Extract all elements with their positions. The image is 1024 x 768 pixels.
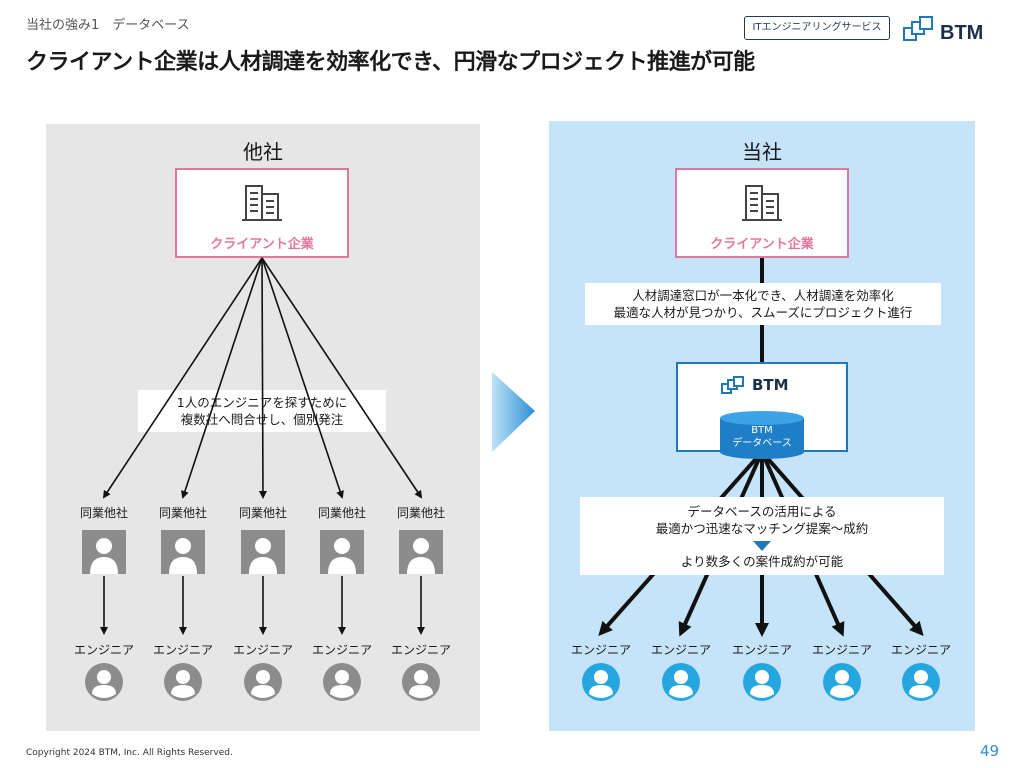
competitor-label: 同業他社	[79, 506, 128, 520]
person-circle-icon	[581, 662, 621, 702]
person-circle-icon	[742, 662, 782, 702]
engineer-label: エンジニア	[311, 643, 372, 657]
engineer-label: エンジニア	[570, 643, 631, 657]
other-companies-heading: 他社	[243, 140, 283, 164]
fan-arrow	[102, 257, 263, 499]
person-circle-icon	[163, 662, 203, 702]
btm-box-label: BTM	[752, 376, 789, 394]
database-label-line-2: データベース	[732, 438, 792, 449]
btm-logo-text: BTM	[940, 22, 983, 44]
btm-logo-icon	[903, 16, 933, 41]
building-icon	[242, 185, 282, 221]
person-circle-icon	[84, 662, 124, 702]
person-photo-icon	[161, 530, 205, 574]
btm-logo-icon	[721, 376, 744, 394]
competitor-label: 同業他社	[317, 506, 366, 520]
copyright: Copyright 2024 BTM, Inc. All Rights Rese…	[26, 748, 233, 758]
fan-arrow	[261, 257, 344, 499]
right-note-line-1: 人材調達窓口が一本化でき、人材調達を効率化	[632, 288, 894, 303]
client-company-label-left: クライアント企業	[210, 237, 314, 252]
person-photo-icon	[399, 530, 443, 574]
database-label-line-1: BTM	[751, 425, 773, 436]
page-number: 49	[980, 742, 1000, 760]
engineer-label: エンジニア	[73, 643, 134, 657]
right-note: 人材調達窓口が一本化でき、人材調達を効率化 最適な人材が見つかり、スムーズにプロ…	[585, 283, 941, 325]
engineer-label: エンジニア	[390, 643, 451, 657]
person-photo-icon	[241, 530, 285, 574]
person-photo-icon	[82, 530, 126, 574]
left-fan-arrows	[102, 257, 423, 499]
competitor-label: 同業他社	[238, 506, 287, 520]
person-circle-icon	[401, 662, 441, 702]
person-circle-icon	[661, 662, 701, 702]
person-circle-icon	[822, 662, 862, 702]
fan-arrow	[258, 257, 267, 499]
our-company-heading: 当社	[742, 140, 782, 164]
db-note-line-2: 最適かつ迅速なマッチング提案～成約	[655, 521, 869, 536]
section-kicker: 当社の強み1 データベース	[26, 18, 190, 33]
engineer-label: エンジニア	[731, 643, 792, 657]
engineer-label: エンジニア	[650, 643, 711, 657]
person-circle-icon	[901, 662, 941, 702]
building-icon	[742, 185, 782, 221]
person-circle-icon	[322, 662, 362, 702]
client-company-label-right: クライアント企業	[710, 237, 814, 252]
engineer-label: エンジニア	[890, 643, 951, 657]
engineer-label: エンジニア	[152, 643, 213, 657]
competitor-label: 同業他社	[158, 506, 207, 520]
database-label: BTM データベース	[718, 424, 806, 450]
competitor-label: 同業他社	[396, 506, 445, 520]
left-down-arrows	[100, 576, 425, 635]
fan-arrow	[261, 257, 423, 499]
triangle-down-icon	[753, 541, 771, 551]
db-note-result: より数多くの案件成約が可能	[680, 554, 844, 569]
page-title: クライアント企業は人材調達を効率化でき、円滑なプロジェクト推進が可能	[26, 50, 755, 75]
btm-logo: BTM	[903, 16, 983, 44]
person-circle-icon	[243, 662, 283, 702]
right-note-line-2: 最適な人材が見つかり、スムーズにプロジェクト進行	[613, 305, 913, 320]
db-note: データベースの活用による 最適かつ迅速なマッチング提案～成約 より数多くの案件成…	[580, 497, 944, 575]
engineer-label: エンジニア	[232, 643, 293, 657]
service-badge: ITエンジニアリングサービス	[744, 16, 890, 40]
engineer-label: エンジニア	[811, 643, 872, 657]
fan-arrow	[181, 257, 263, 499]
person-photo-icon	[320, 530, 364, 574]
chevron-right-icon	[492, 372, 535, 452]
database-icon	[720, 411, 804, 459]
db-note-line-1: データベースの活用による	[687, 504, 837, 519]
